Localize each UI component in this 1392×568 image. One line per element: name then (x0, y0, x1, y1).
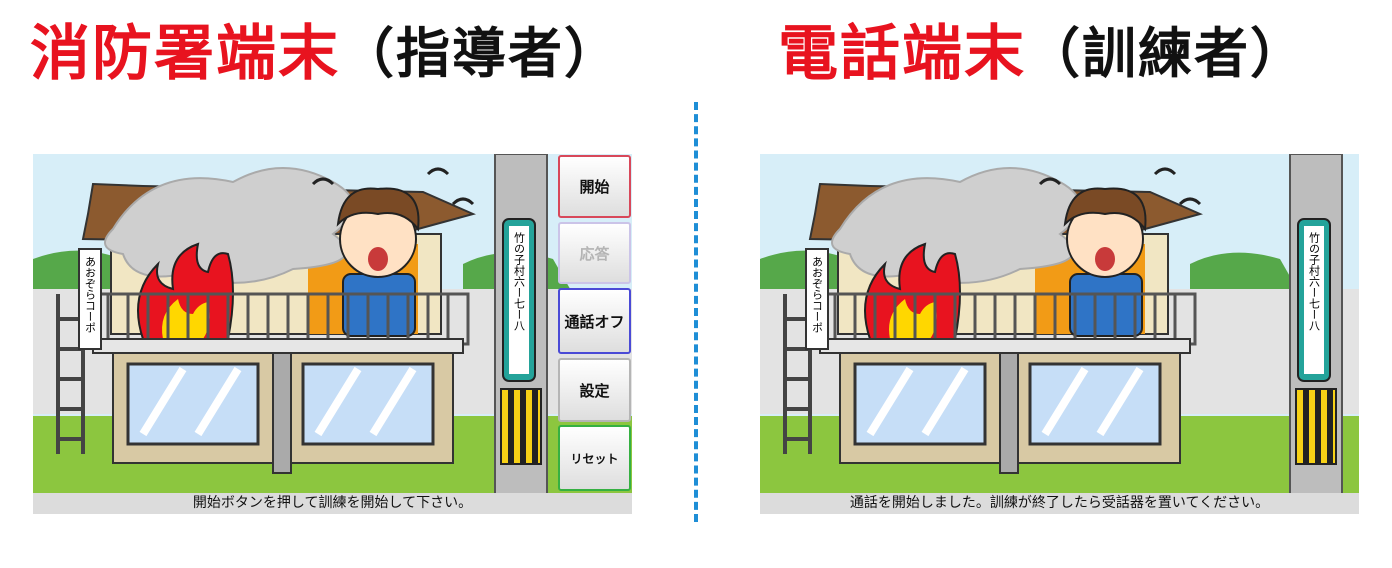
fire-core (889, 299, 937, 339)
panic-marks (311, 167, 475, 206)
center-post (999, 352, 1019, 474)
person-hair (336, 187, 420, 232)
answer-button[interactable]: 応答 (558, 222, 631, 284)
ladder (783, 294, 812, 454)
center-post (272, 352, 292, 474)
person-body (342, 273, 416, 337)
address-text: 竹の子村六ー七ー八 (1308, 231, 1321, 331)
railing-bars (833, 294, 1177, 344)
person-mouth (368, 247, 388, 271)
building-name-text: あおぞらコーポ (84, 256, 97, 333)
window-glare (139, 366, 417, 437)
building-name-sign (805, 248, 829, 350)
panel-divider (694, 102, 698, 522)
reset-button[interactable]: リセット (558, 425, 631, 491)
person-hair (1063, 187, 1147, 232)
instructor-scene-screen: あおぞらコーポ 竹の子村六ー七ー八 (33, 154, 632, 514)
address-text: 竹の子村六ー七ー八 (513, 231, 526, 331)
right-trees (1190, 252, 1300, 294)
building-name-text: あおぞらコーポ (811, 256, 824, 333)
trainee-role-label: （訓練者） (1026, 21, 1306, 85)
instructor-status-bar: 開始ボタンを押して訓練を開始して下さい。 (33, 493, 632, 514)
hazard-stripes (1303, 389, 1333, 464)
panic-marks (1038, 167, 1202, 206)
call-off-button[interactable]: 通話オフ (558, 288, 631, 354)
balcony-floor (92, 338, 464, 354)
instructor-terminal-heading: 消防署端末（指導者） (30, 6, 620, 90)
address-plate-inner (1304, 226, 1324, 374)
phone-terminal-title: 電話端末 (778, 18, 1026, 89)
phone-terminal-heading: 電話端末（訓練者） (778, 6, 1306, 90)
address-plate-inner (509, 226, 529, 374)
fire-core (162, 299, 210, 339)
fire-scene-illustration: あおぞらコーポ 竹の子村六ー七ー八 (33, 154, 632, 514)
building-name-sign (78, 248, 102, 350)
trainee-scene-screen: あおぞらコーポ 竹の子村六ー七ー八 (760, 154, 1359, 514)
person-body (1069, 273, 1143, 337)
railing-bars (106, 294, 450, 344)
instructor-terminal-title: 消防署端末 (30, 18, 340, 89)
ladder (56, 294, 85, 454)
instructor-role-label: （指導者） (340, 21, 620, 85)
start-button[interactable]: 開始 (558, 155, 631, 218)
hazard-stripes (508, 389, 538, 464)
trainee-status-bar: 通話を開始しました。訓練が終了したら受話器を置いてください。 (760, 493, 1359, 514)
window-glare (866, 366, 1144, 437)
settings-button[interactable]: 設定 (558, 358, 631, 422)
fire-scene-illustration-trainee: あおぞらコーポ 竹の子村六ー七ー八 (760, 154, 1359, 514)
balcony-floor (819, 338, 1191, 354)
person-mouth (1095, 247, 1115, 271)
